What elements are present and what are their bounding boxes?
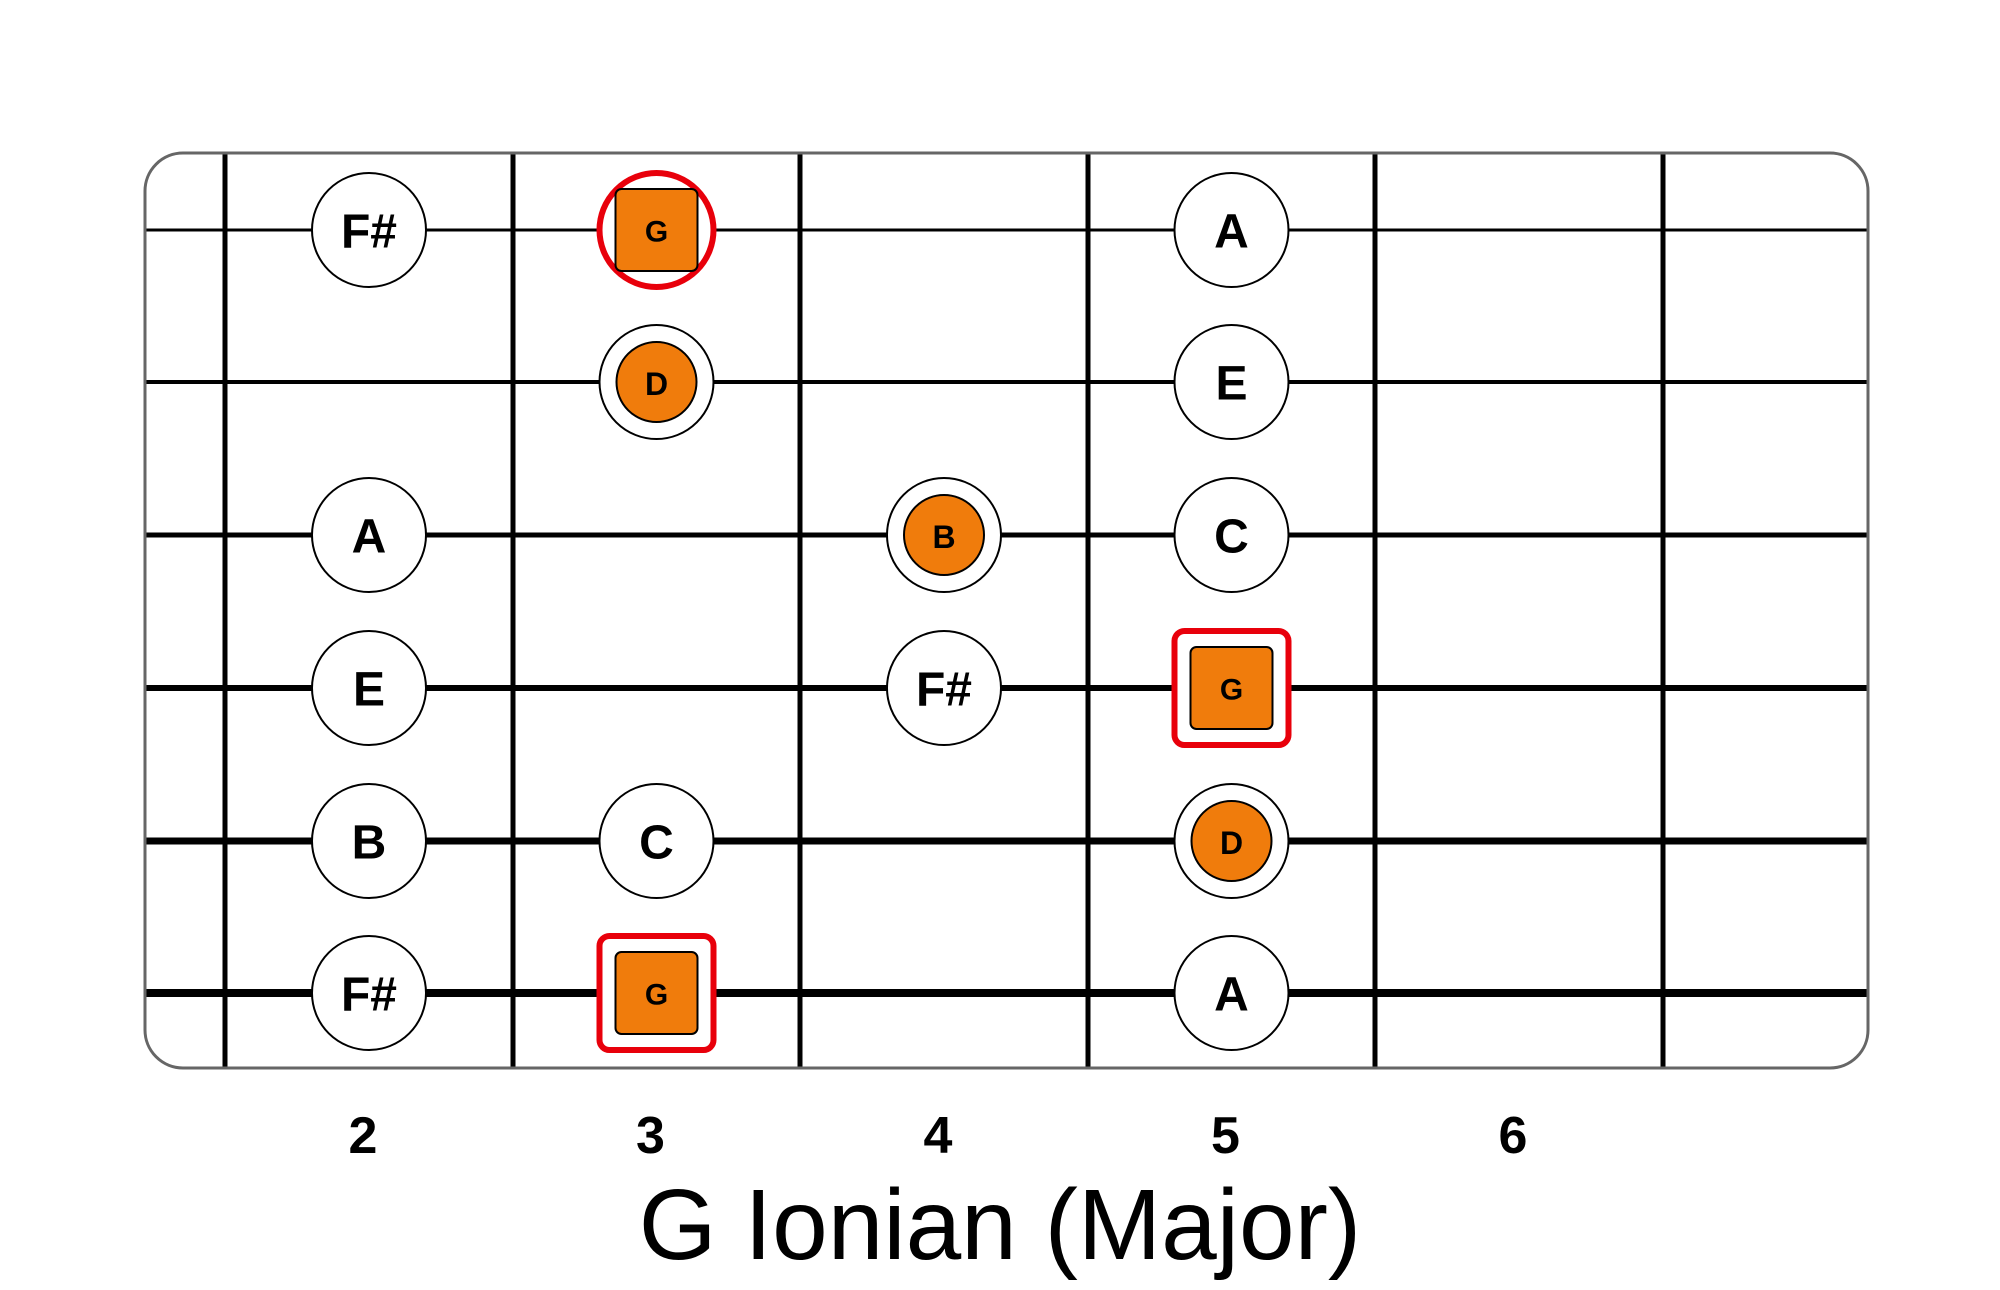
fret-number-2: 2 xyxy=(349,1107,378,1165)
note-label: A xyxy=(1214,969,1249,1022)
fret-number-labels: 2 3 4 5 6 xyxy=(349,1107,1528,1165)
note-label: E xyxy=(1215,358,1247,411)
note-label: G xyxy=(645,216,668,249)
scale-title: G Ionian (Major) xyxy=(638,1169,1362,1281)
note-label: F# xyxy=(341,969,397,1022)
note-label: D xyxy=(1220,825,1243,861)
note-label: C xyxy=(639,817,674,870)
note-e-string-2-fret-5: E xyxy=(1173,324,1290,440)
note-label: C xyxy=(1214,511,1249,564)
note-a-string-3-fret-2: A xyxy=(311,477,427,593)
note-g-string-4-fret-5: G xyxy=(1171,628,1292,748)
note-label: G xyxy=(1220,674,1243,707)
note-label: A xyxy=(1214,206,1249,259)
note-f-sharp-string-4-fret-4: F# xyxy=(886,630,1002,746)
note-d-string-2-fret-3: D xyxy=(598,324,715,440)
note-g-string-1-fret-3: G xyxy=(596,170,717,290)
note-c-string-5-fret-3: C xyxy=(598,783,715,899)
note-f-sharp-string-1-fret-2: F# xyxy=(311,172,427,288)
note-f-sharp-string-6-fret-2: F# xyxy=(311,935,427,1051)
note-label: A xyxy=(352,511,387,564)
note-e-string-4-fret-2: E xyxy=(311,630,427,746)
note-c-string-3-fret-5: C xyxy=(1173,477,1290,593)
fretboard-outline xyxy=(143,151,1870,1070)
note-label: D xyxy=(645,366,668,402)
note-label: G xyxy=(645,979,668,1012)
note-label: B xyxy=(932,519,955,555)
fret-number-3: 3 xyxy=(636,1107,665,1165)
note-d-string-5-fret-5: D xyxy=(1173,783,1290,899)
note-label: B xyxy=(352,817,387,870)
fret-number-5: 5 xyxy=(1211,1107,1240,1165)
fret-number-6: 6 xyxy=(1499,1107,1528,1165)
note-a-string-1-fret-5: A xyxy=(1173,172,1290,288)
note-b-string-3-fret-4: B xyxy=(886,477,1002,593)
fret-number-4: 4 xyxy=(924,1107,953,1165)
note-g-string-6-fret-3: G xyxy=(596,933,717,1053)
note-label: F# xyxy=(916,664,972,717)
note-b-string-5-fret-2: B xyxy=(311,783,427,899)
note-markers: F# G A D E A B C E F# G B C D F# G A xyxy=(311,170,1292,1053)
note-label: F# xyxy=(341,206,397,259)
note-label: E xyxy=(353,664,385,717)
note-a-string-6-fret-5: A xyxy=(1173,935,1290,1051)
fretboard xyxy=(143,151,1870,1070)
